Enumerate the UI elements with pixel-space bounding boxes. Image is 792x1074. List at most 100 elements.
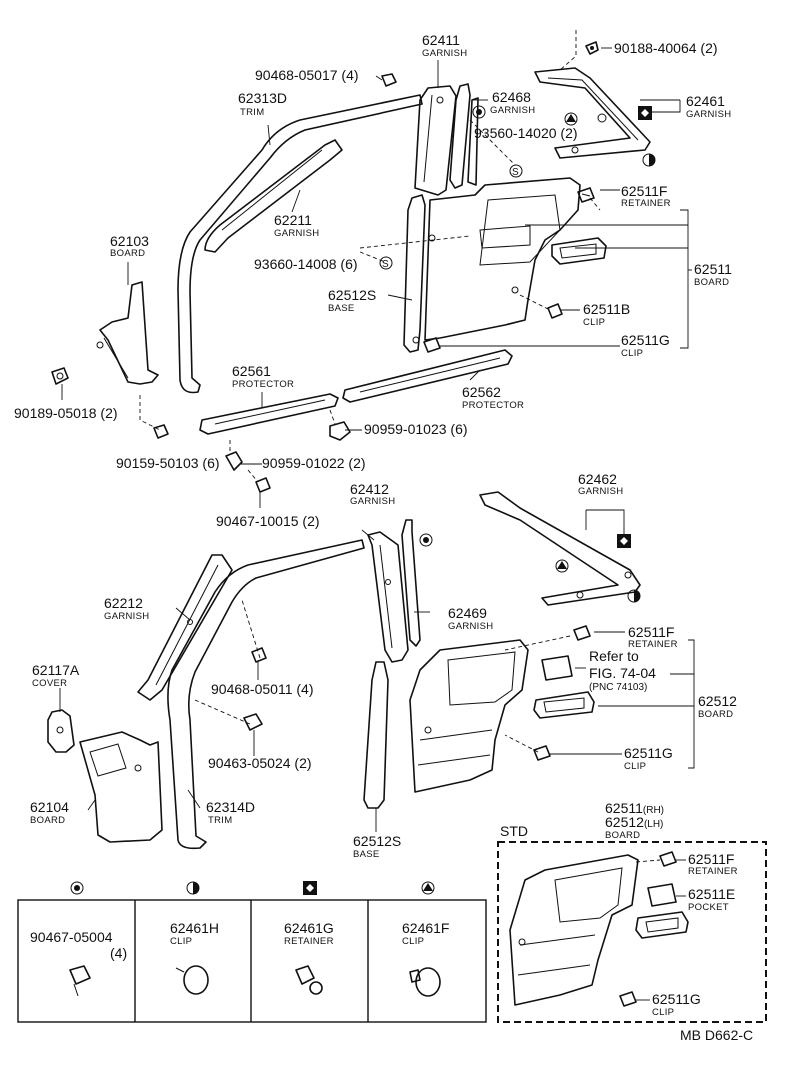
label-62561-name: PROTECTOR xyxy=(232,379,294,390)
garnish-62461-drawing xyxy=(534,67,651,159)
label-62313d: 62313D xyxy=(238,90,287,106)
clip-90463-05024-drawing xyxy=(243,713,263,731)
refer-line-3: (PNC 74103) xyxy=(589,682,647,693)
label-62468-name: GARNISH xyxy=(490,105,535,116)
std-board-drawing xyxy=(509,854,639,1006)
std-pocket-2-drawing xyxy=(635,911,689,939)
label-62512-name: BOARD xyxy=(698,709,733,720)
protector-62562-drawing xyxy=(342,349,513,403)
label-93660: 93660-14008 (6) xyxy=(254,256,358,272)
base-62512s-lower-drawing xyxy=(363,661,389,809)
legend-name-1: CLIP xyxy=(170,936,192,947)
pocket-lower-2-drawing xyxy=(533,691,595,719)
label-62103-name: BOARD xyxy=(110,248,145,259)
label-90159: 90159-50103 (6) xyxy=(116,455,220,471)
label-62104-name: BOARD xyxy=(30,815,65,826)
label-62512s-a: 62512S xyxy=(328,287,376,303)
base-62512s-upper-drawing xyxy=(403,194,426,353)
pocket-upper-drawing xyxy=(551,237,607,265)
legend-part-62461g-drawing xyxy=(295,965,323,995)
legend-name-3: CLIP xyxy=(402,936,424,947)
clip-62511b-drawing xyxy=(547,303,563,319)
garnish-62412-drawing xyxy=(367,531,409,663)
label-62511f-b: 62511F xyxy=(628,624,674,640)
symbol-triangle-upper xyxy=(564,112,578,126)
label-62468: 62468 xyxy=(492,89,531,105)
clip-90189-drawing xyxy=(51,367,69,385)
trim-62314d-drawing xyxy=(167,539,365,850)
legend-part-62461f-drawing xyxy=(409,967,441,997)
label-std-board-lh: 62512(LH) xyxy=(605,814,663,830)
symbol-half-circle-upper xyxy=(642,153,656,167)
label-62511g-b: 62511G xyxy=(624,745,673,761)
clip-62511g-a-drawing xyxy=(423,337,441,353)
label-62211-name: GARNISH xyxy=(274,228,319,239)
label-62412-name: GARNISH xyxy=(350,496,395,507)
label-62511g-c: 62511G xyxy=(652,991,701,1007)
label-62314d-name: TRIM xyxy=(208,815,232,826)
pocket-lower-1-drawing xyxy=(541,655,573,681)
refer-line-2: FIG. 74-04 xyxy=(589,665,656,681)
legend-header-diamond xyxy=(303,881,317,895)
label-90188: 90188-40064 (2) xyxy=(614,40,718,56)
label-62212-name: GARNISH xyxy=(104,611,149,622)
std-inset: STD xyxy=(497,823,767,1023)
label-62512s-b: 62512S xyxy=(353,833,401,849)
garnish-62468-drawing xyxy=(449,83,479,189)
label-62511g-a: 62511G xyxy=(621,332,670,348)
label-62411-name: GARNISH xyxy=(422,48,467,59)
label-62511b-name: CLIP xyxy=(583,317,605,328)
label-62512s-b-name: BASE xyxy=(353,849,380,860)
screw-90188-drawing xyxy=(585,41,599,55)
legend-part-90467-05004-drawing xyxy=(69,965,91,997)
legend-num-1: 62461H xyxy=(170,920,219,936)
label-62511: 62511 xyxy=(694,261,732,277)
label-62562: 62562 xyxy=(462,384,501,400)
label-62511g-b-name: CLIP xyxy=(624,761,646,772)
label-90467-10015: 90467-10015 (2) xyxy=(216,513,320,529)
retainer-62511f-a-drawing xyxy=(577,187,595,203)
legend-part-62461h-drawing xyxy=(175,965,209,995)
clip-90959-01023-drawing xyxy=(329,421,351,441)
label-62103: 62103 xyxy=(110,233,149,249)
label-90468-05011: 90468-05011 (4) xyxy=(211,681,313,697)
clip-90468-05011-drawing xyxy=(251,647,267,663)
label-62461: 62461 xyxy=(686,93,725,109)
label-std-board-name: BOARD xyxy=(605,830,640,841)
retainer-62511f-b-drawing xyxy=(573,625,591,641)
legend-table xyxy=(17,881,487,1023)
label-62562-name: PROTECTOR xyxy=(462,400,524,411)
board-62512-drawing xyxy=(409,639,529,793)
label-62469-name: GARNISH xyxy=(448,621,493,632)
garnish-62462-drawing xyxy=(479,491,641,606)
label-62511b: 62511B xyxy=(583,301,630,317)
symbol-diamond-upper xyxy=(638,106,652,120)
labels: 62411 GARNISH 90188-40064 (2) 90468-0501… xyxy=(14,32,753,1043)
garnish-62469-drawing xyxy=(401,519,421,647)
garnish-62211-drawing xyxy=(204,139,343,253)
clip-90959-01022-drawing xyxy=(225,451,243,471)
svg-text:S: S xyxy=(512,167,519,178)
refer-line-1: Refer to xyxy=(589,648,639,664)
label-62117a: 62117A xyxy=(32,662,80,678)
legend-num-0: 90467-05004 xyxy=(30,929,113,945)
label-62469: 62469 xyxy=(448,605,487,621)
garnish-62411-drawing xyxy=(414,85,457,196)
label-62412: 62412 xyxy=(350,481,389,497)
label-62511-name: BOARD xyxy=(694,277,729,288)
label-62511f-a-name: RETAINER xyxy=(621,198,671,209)
screw-symbol-1: S xyxy=(509,164,523,178)
label-62211: 62211 xyxy=(274,212,312,228)
label-93560: 93560-14020 (2) xyxy=(474,125,578,141)
label-62314d: 62314D xyxy=(206,799,255,815)
label-62212: 62212 xyxy=(104,595,143,611)
label-62511e-name: POCKET xyxy=(688,902,729,913)
cover-62117a-drawing xyxy=(47,709,75,753)
label-62511e: 62511E xyxy=(688,886,735,902)
label-62104: 62104 xyxy=(30,799,69,815)
label-90463: 90463-05024 (2) xyxy=(208,755,312,771)
symbol-circle-dot-lower xyxy=(419,533,433,547)
protector-62561-drawing xyxy=(199,393,339,435)
label-62117a-name: COVER xyxy=(32,678,67,689)
screw-symbol-2: S xyxy=(379,256,393,270)
